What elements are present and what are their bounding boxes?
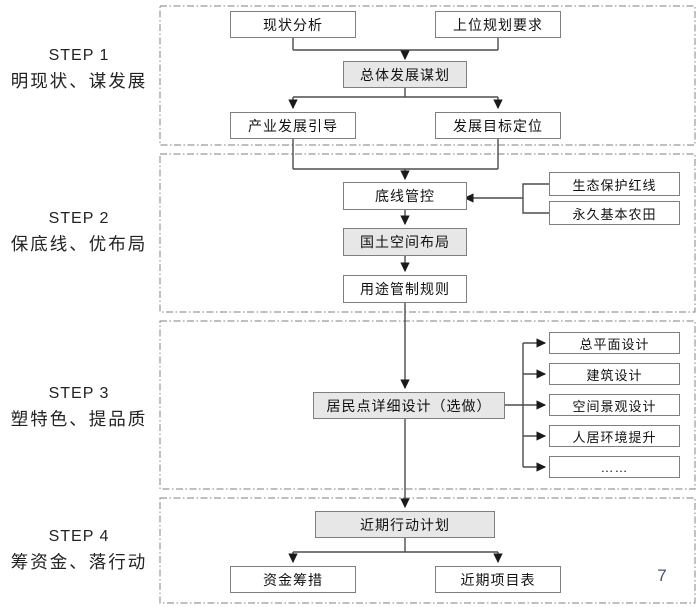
- node-status-analysis: 现状分析: [230, 11, 356, 38]
- step3-subtitle: 塑特色、提品质: [10, 409, 148, 429]
- step1-label: STEP 1 明现状、谋发展: [0, 45, 158, 93]
- step1-title: STEP 1: [48, 47, 110, 64]
- node-settlement-detail-design: 居民点详细设计（选做）: [313, 392, 505, 419]
- node-fund-raising: 资金筹措: [230, 566, 356, 593]
- step4-subtitle: 筹资金、落行动: [10, 552, 148, 572]
- node-bottom-line-control: 底线管控: [343, 182, 467, 210]
- step2-title: STEP 2: [48, 210, 110, 227]
- step3-title: STEP 3: [48, 385, 110, 402]
- node-development-goal: 发展目标定位: [435, 112, 561, 139]
- step2-subtitle: 保底线、优布局: [10, 234, 148, 254]
- step1-subtitle: 明现状、谋发展: [10, 71, 148, 91]
- node-permanent-farmland: 永久基本农田: [549, 201, 680, 225]
- node-master-plane-design: 总平面设计: [549, 332, 680, 354]
- step4-label: STEP 4 筹资金、落行动: [0, 526, 158, 574]
- node-eco-protection-redline: 生态保护红线: [549, 172, 680, 196]
- node-territorial-spatial-layout: 国土空间布局: [343, 228, 467, 256]
- node-architecture-design: 建筑设计: [549, 363, 680, 385]
- step4-title: STEP 4: [48, 528, 110, 545]
- step-section-frames: [159, 5, 696, 604]
- node-use-control-rules: 用途管制规则: [343, 275, 467, 303]
- page-number: 7: [657, 566, 667, 585]
- node-spatial-landscape-design: 空间景观设计: [549, 394, 680, 416]
- node-ellipsis: ……: [549, 456, 680, 478]
- node-industry-guidance: 产业发展引导: [230, 112, 356, 139]
- node-upper-plan-requirements: 上位规划要求: [435, 11, 561, 38]
- step3-label: STEP 3 塑特色、提品质: [0, 383, 158, 431]
- node-near-term-action-plan: 近期行动计划: [315, 511, 495, 538]
- node-near-term-project-list: 近期项目表: [435, 566, 561, 593]
- node-living-environment-improvement: 人居环境提升: [549, 425, 680, 447]
- node-overall-development-plan: 总体发展谋划: [343, 61, 467, 88]
- step2-label: STEP 2 保底线、优布局: [0, 208, 158, 256]
